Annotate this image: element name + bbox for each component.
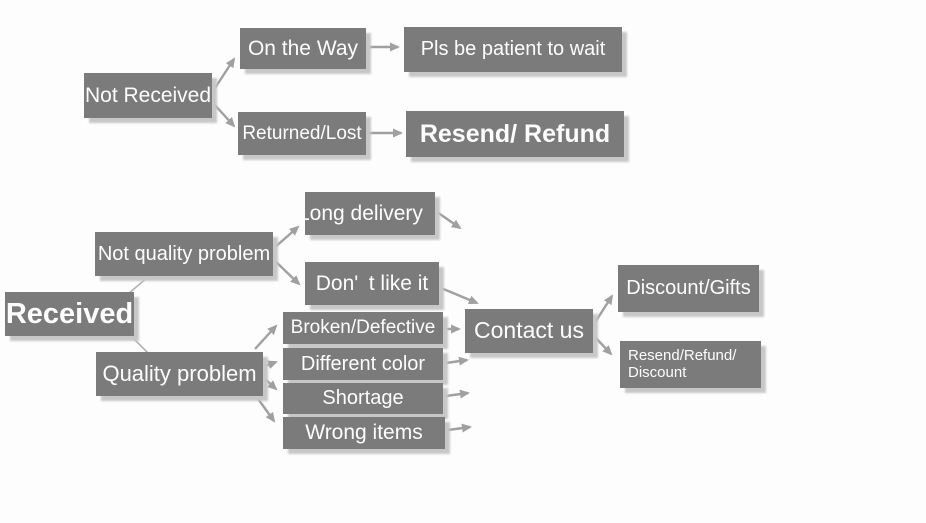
- arrow-contact-to-discount-gifts: [592, 294, 614, 325]
- node-label: Pls be patient to wait: [420, 38, 606, 61]
- node-label: Resend/Refund/ Discount: [628, 346, 737, 381]
- arrow-not-quality-to-long-delivery: [273, 225, 300, 249]
- node-quality-problem: Quality problem: [96, 352, 263, 396]
- node-label: Don' t like it: [315, 271, 429, 295]
- arrow-quality-to-different: [264, 360, 278, 369]
- node-label: Not quality problem: [97, 242, 271, 265]
- arrow-long-delivery-out: [436, 211, 462, 230]
- arrow-quality-to-shortage: [264, 378, 278, 391]
- node-label: Broken/Defective: [290, 317, 436, 339]
- arrow-not-received-to-on-the-way: [211, 57, 236, 92]
- arrow-different-to-contact-us: [445, 356, 469, 366]
- node-label: Shortage: [322, 387, 404, 410]
- line-received-to-not-quality-problem: [127, 276, 149, 295]
- arrow-contact-to-resend-refund-discount: [593, 335, 613, 356]
- node-long-delivery: Long delivery: [305, 192, 435, 235]
- arrow-shortage-to-contact-us: [445, 389, 470, 399]
- arrow-quality-to-broken: [254, 324, 278, 350]
- node-different-color: Different color: [283, 348, 443, 380]
- arrow-not-quality-to-dont-like: [273, 259, 301, 286]
- node-label: On the Way: [247, 36, 359, 60]
- node-label: Quality problem: [102, 360, 257, 386]
- node-label: Wrong items: [305, 421, 423, 445]
- node-label: Resend/ Refund: [419, 120, 611, 148]
- arrow-not-received-to-returned-lost: [212, 102, 236, 128]
- node-label: Discount/Gifts: [626, 277, 751, 300]
- node-not-received: Not Received: [84, 73, 212, 118]
- node-on-the-way: On the Way: [240, 28, 366, 69]
- node-label: Long delivery: [305, 201, 423, 225]
- node-discount-gifts: Discount/Gifts: [618, 265, 759, 312]
- line-received-to-quality-problem: [129, 334, 149, 354]
- arrow-dont-like-to-contact-us: [440, 286, 479, 305]
- node-label: Different color: [300, 352, 426, 375]
- node-returned-lost: Returned/Lost: [238, 112, 366, 155]
- arrow-wrong-to-contact-us: [447, 423, 472, 433]
- node-resend-refund: Resend/ Refund: [406, 111, 624, 157]
- node-label: Returned/Lost: [242, 122, 362, 144]
- node-not-quality-problem: Not quality problem: [95, 232, 273, 276]
- node-dont-like-it: Don' t like it: [305, 262, 439, 305]
- node-label: Contact us: [474, 317, 584, 344]
- node-broken-defective: Broken/Defective: [283, 312, 443, 344]
- node-label: Not Received: [84, 83, 212, 107]
- node-resend-refund-discount: Resend/Refund/ Discount: [620, 341, 761, 388]
- node-shortage: Shortage: [283, 383, 443, 414]
- node-wrong-items: Wrong items: [283, 417, 445, 449]
- node-received: Received: [5, 292, 134, 336]
- node-contact-us: Contact us: [465, 309, 593, 353]
- arrow-quality-to-wrong: [255, 395, 276, 423]
- node-pls-be-patient: Pls be patient to wait: [404, 27, 622, 72]
- node-label: Received: [5, 297, 134, 330]
